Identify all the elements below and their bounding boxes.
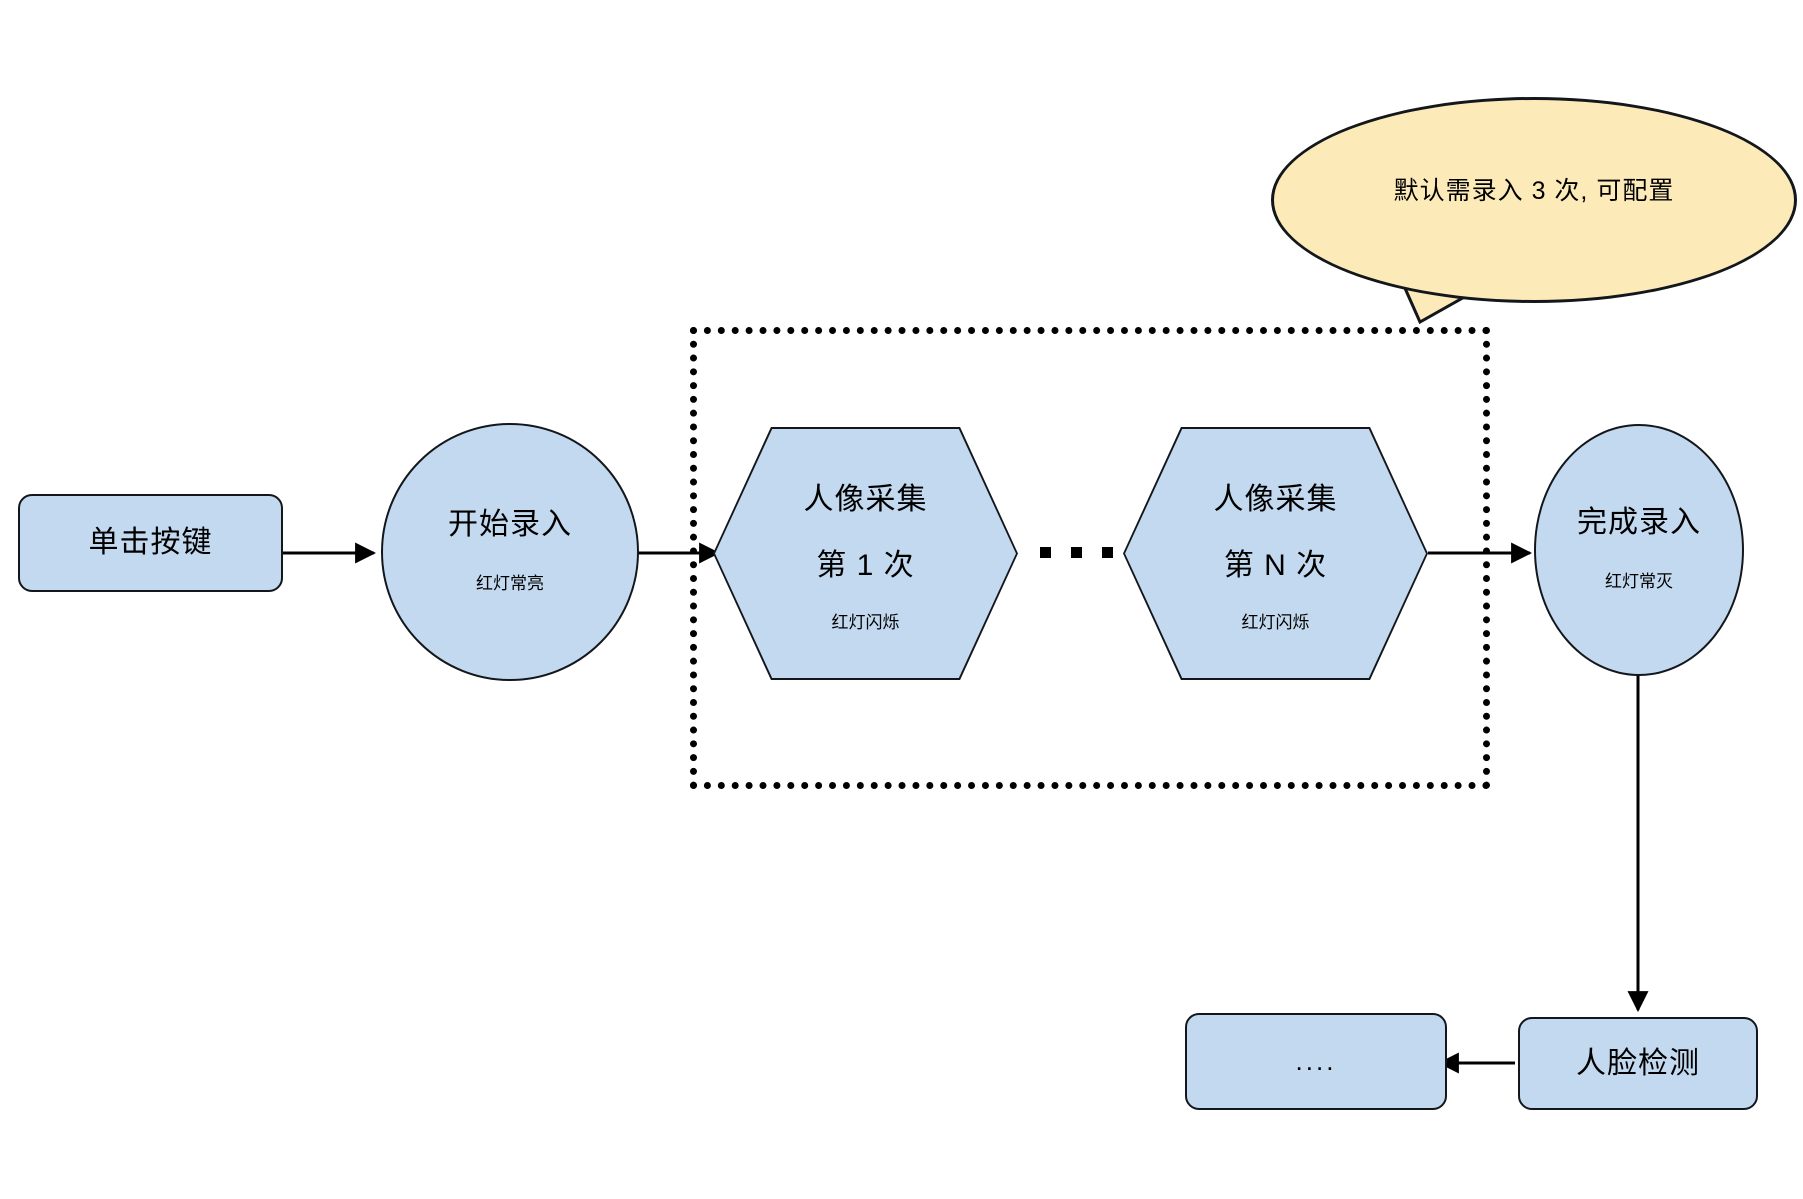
callout-text: 默认需录入 3 次, 可配置 xyxy=(1393,177,1675,205)
node-face-detect[interactable]: 人脸检测 xyxy=(1518,1017,1758,1110)
ellipsis-dot xyxy=(1071,547,1082,558)
node-capture-first-text: 人像采集 第 1 次 红灯闪烁 xyxy=(713,427,1018,680)
node-capture-nth-line2: 第 N 次 xyxy=(1223,549,1328,582)
hexagon-fill xyxy=(1125,429,1426,678)
node-click-key[interactable]: 单击按键 xyxy=(18,494,283,592)
node-capture-nth-text: 人像采集 第 N 次 红灯闪烁 xyxy=(1123,427,1428,680)
node-capture-first-line1: 人像采集 xyxy=(803,483,928,516)
node-capture-nth-line1: 人像采集 xyxy=(1213,483,1338,516)
node-finish-enroll[interactable]: 完成录入 红灯常灭 xyxy=(1534,424,1744,676)
node-more-label: .... xyxy=(1295,1046,1337,1077)
node-start-enroll[interactable]: 开始录入 红灯常亮 xyxy=(381,423,639,681)
capture-loop-group xyxy=(690,327,1490,789)
ellipsis-dot xyxy=(1040,547,1051,558)
node-capture-nth-sublabel: 红灯闪烁 xyxy=(1241,613,1310,632)
node-capture-first[interactable]: 人像采集 第 1 次 红灯闪烁 xyxy=(713,427,1018,680)
node-more[interactable]: .... xyxy=(1185,1013,1447,1110)
ellipsis-dot xyxy=(1102,547,1113,558)
node-finish-enroll-sublabel: 红灯常灭 xyxy=(1605,571,1673,591)
node-capture-first-line2: 第 1 次 xyxy=(816,549,915,582)
node-capture-nth[interactable]: 人像采集 第 N 次 红灯闪烁 xyxy=(1123,427,1428,680)
node-start-enroll-sublabel: 红灯常亮 xyxy=(476,573,544,593)
node-capture-first-sublabel: 红灯闪烁 xyxy=(831,613,900,632)
node-start-enroll-label: 开始录入 xyxy=(448,508,572,542)
node-face-detect-label: 人脸检测 xyxy=(1576,1046,1700,1080)
node-finish-enroll-label: 完成录入 xyxy=(1577,506,1701,540)
node-click-key-label: 单击按键 xyxy=(88,526,213,560)
callout-bubble: 默认需录入 3 次, 可配置 xyxy=(1271,97,1797,303)
hexagon-fill xyxy=(715,429,1016,678)
